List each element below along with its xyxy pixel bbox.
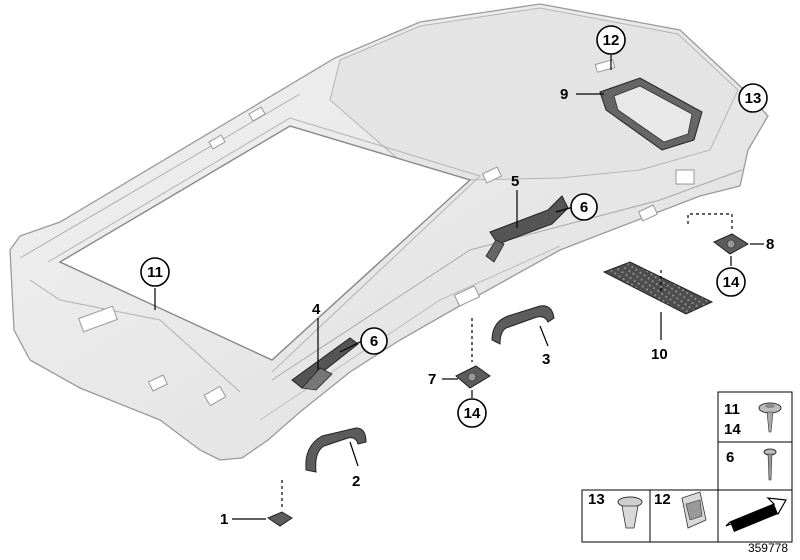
arrow-symbol-icon: [725, 497, 787, 532]
callout-4: 4: [312, 301, 321, 318]
callout-14a: 14: [464, 405, 481, 422]
callout-8: 8: [766, 236, 774, 253]
push-clip-icon: [617, 496, 643, 529]
legend-label-11: 11: [724, 401, 740, 418]
callout-11: 11: [147, 264, 163, 281]
legend-label-6: 6: [726, 449, 734, 466]
callout-5: 5: [511, 173, 519, 190]
frame-part-9: [599, 77, 703, 151]
grab-handle-part-3: [491, 305, 555, 345]
callout-6a: 6: [370, 333, 378, 350]
callout-1: 1: [220, 511, 228, 528]
callouts: 1 2 3 4 5 7 8 9 10 6 6 11 12 13 14 14: [140, 25, 774, 528]
screw-icon: [758, 402, 782, 433]
plug-part-1: [266, 511, 293, 527]
callout-6b: 6: [580, 199, 588, 216]
hook-part-8: [713, 233, 749, 255]
callout-12: 12: [603, 32, 620, 49]
callout-10: 10: [651, 346, 668, 363]
callout-7: 7: [428, 371, 436, 388]
legend-label-12: 12: [654, 491, 671, 508]
callout-14b: 14: [723, 274, 740, 291]
grille-part-10: [602, 261, 714, 315]
diagram-number: 359778: [748, 541, 788, 555]
bracket-part-4: [291, 337, 359, 391]
fastener-legend: 11 14 6 13 12: [581, 391, 793, 543]
callout-9: 9: [560, 86, 568, 103]
grab-handle-part-2: [305, 427, 367, 473]
callout-2: 2: [352, 473, 360, 490]
sunroof-opening: [58, 125, 472, 361]
leader-lines: [154, 55, 764, 520]
callout-3: 3: [542, 351, 550, 368]
legend-label-13: 13: [588, 491, 605, 508]
rivet-icon: [763, 448, 777, 481]
callout-13: 13: [745, 90, 762, 107]
headliner: [9, 3, 769, 461]
hook-part-7: [455, 365, 491, 389]
legend-label-14: 14: [724, 421, 741, 438]
spring-clip-icon: [681, 491, 707, 529]
